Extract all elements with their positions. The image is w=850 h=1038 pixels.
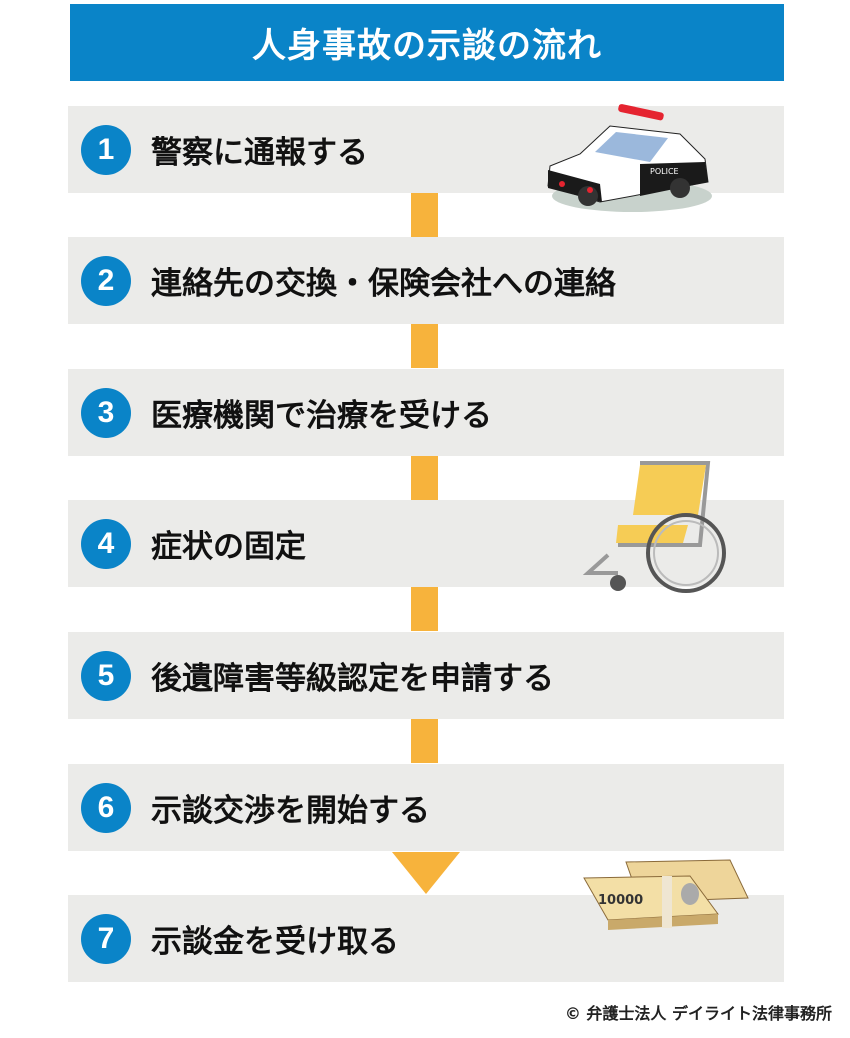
money-bundle-icon: 10000	[583, 859, 749, 930]
car-text: POLICE	[650, 167, 679, 176]
step-number: 4	[81, 518, 131, 569]
step-label: 症状の固定	[151, 529, 306, 565]
step-label: 警察に通報する	[151, 135, 368, 171]
step-2: 2 連絡先の交換・保険会社への連絡	[68, 237, 784, 324]
step-label: 連絡先の交換・保険会社への連絡	[151, 266, 616, 302]
step-number: 2	[81, 255, 131, 306]
step-number: 5	[81, 650, 131, 701]
page-title: 人身事故の示談の流れ	[70, 4, 784, 81]
bill-text: 10000	[598, 893, 643, 908]
copyright: © 弁護士法人 デイライト法律事務所	[564, 1004, 832, 1023]
arrow-down-icon	[392, 852, 460, 894]
step-number: 6	[81, 782, 131, 833]
wheelchair-icon	[582, 461, 726, 593]
step-label: 医療機関で治療を受ける	[151, 398, 492, 434]
step-5: 5 後遺障害等級認定を申請する	[68, 632, 784, 719]
connector	[411, 456, 438, 500]
step-number: 3	[81, 387, 131, 438]
step-3: 3 医療機関で治療を受ける	[68, 369, 784, 456]
step-label: 示談金を受け取る	[151, 924, 399, 960]
connector	[411, 193, 438, 237]
connector	[411, 719, 438, 763]
step-label: 後遺障害等級認定を申請する	[151, 661, 554, 697]
connector	[411, 587, 438, 631]
connector	[411, 324, 438, 368]
step-number: 7	[81, 913, 131, 964]
police-car-icon: POLICE	[547, 104, 712, 212]
step-number: 1	[81, 124, 131, 175]
step-label: 示談交渉を開始する	[151, 793, 430, 829]
step-6: 6 示談交渉を開始する	[68, 764, 784, 851]
